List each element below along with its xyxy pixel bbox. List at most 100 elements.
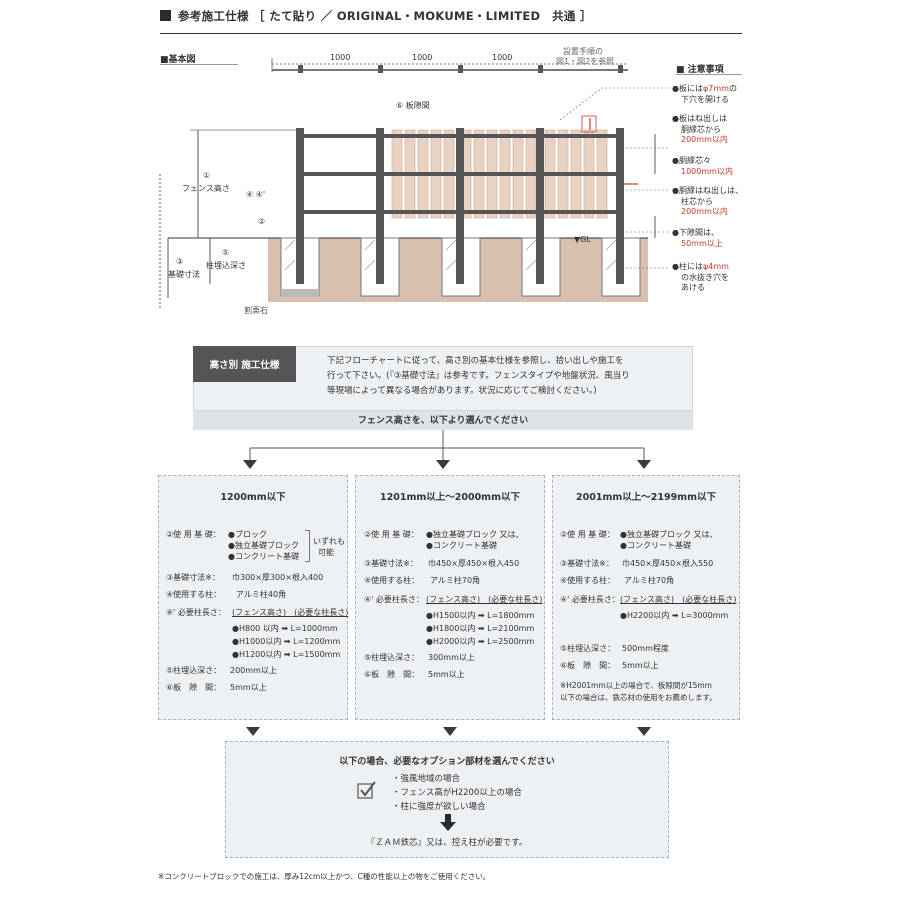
embed-depth-number: ⑤ — [222, 248, 230, 257]
intro-text-3: 等現場によって異なる場合があります。状況に応じてご検討ください。) — [327, 386, 597, 396]
intro-text-1: 下記フローチャートに従って、高さ別の基本仕様を参照し、拾い出しや施工を — [327, 356, 624, 366]
note-6: ●柱にはφ4mm の水抜き穴を あける — [672, 262, 729, 292]
notes-title: ■ 注意事項 — [676, 65, 724, 75]
col2-foundation-item-2: ●コンクリート基礎 — [426, 541, 497, 550]
col3-title: 2001mm以上〜2199mm以下 — [576, 492, 716, 503]
col3-foundation-label: ②使 用 基 礎： — [560, 530, 615, 539]
col3-embed-value: 500mm程度 — [622, 644, 669, 653]
col3-note-1: ※H2001mm以上の場合で、板隙間が15mm — [560, 681, 712, 690]
option-item-3: ・柱に強度が欲しい場合 — [392, 802, 486, 812]
diagram-label-rule — [160, 64, 238, 65]
col3-note-2: 以下の場合は、鉄芯材の使用をお薦めします。 — [560, 693, 717, 702]
note-5: ●下隙間は、 50mm以上 — [672, 228, 723, 248]
col3-foundation-item-2: ●コンクリート基礎 — [620, 541, 691, 550]
col1-down-arrow — [246, 727, 260, 736]
col3-gap-value: 5mm以上 — [622, 661, 659, 670]
col1-foundation-item-3: ●コンクリート基礎 — [228, 552, 299, 561]
intro-text-2: 行って下さい。(『③基礎寸法』は参考です。フェンスタイプや地盤状況、風当り — [327, 371, 630, 381]
col2-foundation-item-1: ●独立基礎ブロック 又は、 — [426, 530, 524, 539]
dim-label-1: 1000 — [330, 53, 351, 62]
page-title: 参考施工仕様 ［ たて貼り ／ ORIGINAL・MOKUME・LIMITED … — [178, 9, 592, 23]
col1-foundation-note-1: いずれも — [313, 537, 345, 546]
col1-foundation-label: ②使 用 基 礎： — [166, 530, 221, 539]
spec-column-1201-2000 — [355, 475, 545, 720]
col1-foundation-item-2: ●独立基礎ブロック — [228, 541, 299, 550]
note-1: ●板にはφ7mmの 下穴を開ける — [672, 84, 737, 104]
col2-length-row-3: ●H2000以内 ➡ L=2500mm — [426, 637, 535, 646]
col2-foundation-label: ②使 用 基 礎： — [364, 530, 419, 539]
spec-column-1200 — [158, 475, 348, 720]
note-4: ●胴縁はね出しは、 柱芯から 200mm以内 — [672, 186, 743, 216]
col1-gap-value: 5mm以上 — [230, 683, 267, 692]
col1-post-value: アルミ柱40角 — [236, 590, 287, 599]
diagram-section-label: ■基本図 — [160, 55, 196, 65]
col3-post-value: アルミ柱70角 — [624, 576, 675, 585]
col2-size-label: ③基礎寸法※： — [364, 559, 418, 568]
option-title: 以下の場合、必要なオプション部材を選んでください — [339, 757, 555, 767]
spec-column-2001-2199 — [552, 475, 740, 720]
dim-note-2: 図1・図2を参照 — [556, 57, 615, 66]
header-square-marker — [160, 10, 171, 21]
col2-gap-label: ⑥板 隙 間： — [364, 670, 420, 679]
header-rule — [160, 33, 742, 34]
col1-title: 1200mm以下 — [220, 492, 286, 503]
col3-down-arrow — [637, 727, 651, 736]
select-height-text: フェンス高さを、以下より選んでください — [357, 416, 529, 426]
option-box — [225, 741, 669, 858]
fence-basic-diagram — [159, 58, 670, 310]
col3-gap-label: ⑥板 隙 間： — [560, 661, 616, 670]
col3-size-value: 巾450×厚450×根入550 — [622, 559, 714, 568]
foundation-size-number: ③ — [176, 257, 184, 266]
col2-length-head: (フェンス高さ) (必要な柱長さ) — [426, 595, 543, 604]
col3-length-row-1: ●H2200以内 ➡ L=3000mm — [620, 611, 729, 620]
down-arrow-icon — [440, 814, 456, 831]
col3-foundation-item-1: ●独立基礎ブロック 又は、 — [620, 530, 718, 539]
col2-embed-value: 300mm以上 — [428, 653, 475, 662]
col3-length-head: (フェンス高さ) (必要な柱長さ) — [620, 595, 737, 604]
height-spec-tag: 高さ別 施工仕様 — [193, 346, 296, 382]
notes-title-rule — [676, 74, 742, 75]
option-item-2: ・フェンス高がH2200以上の場合 — [392, 788, 522, 798]
flow-connector — [243, 430, 651, 469]
col1-length-row-1: ●H800 以内 ➡ L=1000mm — [232, 624, 338, 633]
col2-length-label: ④' 必要柱長さ： — [364, 595, 424, 604]
foundation-type-number: ② — [258, 217, 266, 226]
col2-length-row-2: ●H1800以内 ➡ L=2100mm — [426, 624, 535, 633]
embed-depth-label: 柱埋込深さ — [206, 261, 246, 270]
col1-brace — [305, 530, 310, 562]
col2-down-arrow — [443, 727, 457, 736]
col3-size-label: ③基礎寸法※： — [560, 559, 614, 568]
col1-size-label: ③基礎寸法※： — [166, 573, 220, 582]
col2-gap-value: 5mm以上 — [428, 670, 465, 679]
note-3: ●胴縁芯々 1000mm以内 — [672, 156, 733, 176]
post-length-label: ④ ④' — [246, 190, 266, 199]
fence-height-number: ① — [203, 171, 211, 180]
ground-level-label: ▼GL — [574, 235, 591, 244]
board-gap-label: ⑥ 板隙間 — [396, 101, 430, 110]
col1-embed-value: 200mm以上 — [230, 666, 277, 675]
col1-length-row-3: ●H1200以内 ➡ L=1500mm — [232, 650, 341, 659]
footnote: ※コンクリートブロックでの施工は、厚み12cm以上かつ、C種の性能以上の物をご使… — [158, 872, 491, 881]
dim-label-3: 1000 — [492, 53, 513, 62]
col1-post-label: ④使用する柱： — [166, 590, 222, 599]
col2-title: 1201mm以上〜2000mm以下 — [380, 492, 520, 503]
gravel-label: 割栗石 — [244, 306, 268, 315]
col1-gap-label: ⑥板 隙 間： — [166, 683, 222, 692]
foundation-size-label: 基礎寸法 — [168, 270, 200, 279]
fence-height-label: フェンス高さ — [182, 184, 230, 193]
col3-length-label: ④' 必要柱長さ： — [560, 595, 620, 604]
dim-note-1: 設置手順の — [563, 47, 603, 56]
option-result: 『ＺＡＭ鉄芯』又は、控え柱が必要です。 — [366, 838, 528, 848]
col2-post-value: アルミ柱70角 — [430, 576, 481, 585]
col3-embed-label: ⑤柱埋込深さ： — [560, 644, 616, 653]
col2-post-label: ④使用する柱： — [364, 576, 420, 585]
select-height-bar — [193, 410, 693, 430]
col3-post-label: ④使用する柱： — [560, 576, 616, 585]
col2-size-value: 巾450×厚450×根入450 — [428, 559, 520, 568]
col1-foundation-item-1: ●ブロック — [228, 530, 267, 539]
col1-size-value: 巾300×厚300×根入400 — [232, 573, 324, 582]
option-item-1: ・強風地域の場合 — [392, 774, 461, 784]
note-2: ●板はね出しは 胴縁芯から 200mm以内 — [672, 114, 728, 144]
col1-foundation-note-2: 可能 — [318, 548, 334, 557]
checkbox-check-icon — [357, 781, 376, 799]
